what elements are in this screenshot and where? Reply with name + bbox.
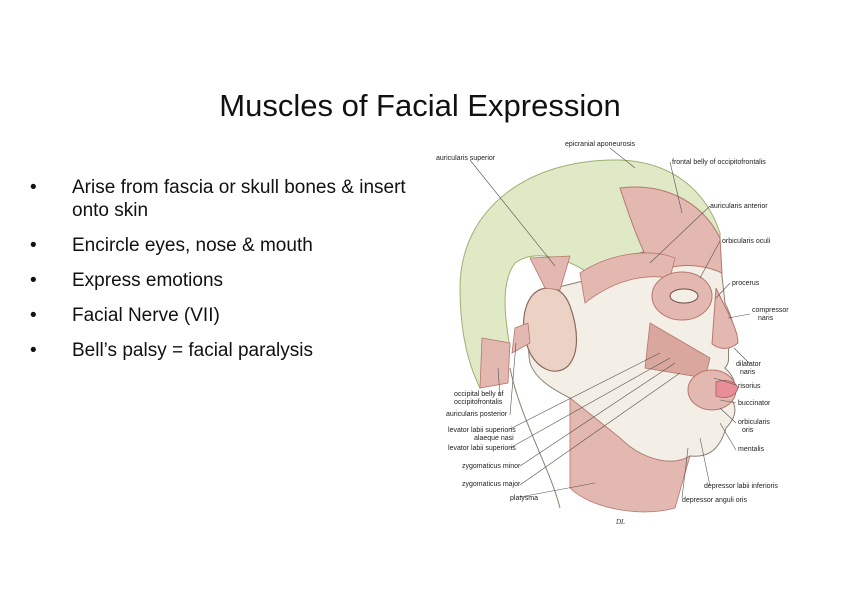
label-occipital-belly-1: occipital belly of [454,391,503,398]
label-epicranial-aponeurosis: epicranial aponeurosis [565,141,636,148]
bullet-icon: • [30,305,37,326]
auricularis-anterior-shape [579,252,676,304]
bullet-item: • Bell’s palsy = facial paralysis [30,339,425,362]
bullet-icon: • [30,235,37,256]
label-auricularis-superior: auricularis superior [436,155,496,162]
bullet-icon: • [30,177,37,198]
label-depressor-labii: depressor labii inferioris [704,483,778,490]
label-depressor-anguli: depressor anguli oris [682,497,747,504]
neck-line [509,367,561,509]
bullet-text: Bell’s palsy = facial paralysis [72,340,313,361]
facial-muscles-illustration: auricularis superior occipital belly of … [420,138,800,538]
bullet-text: Arise from fascia or skull bones & inser… [72,177,406,221]
label-orbicularis-oris-2: oris [742,427,754,434]
leader-lines [469,147,751,499]
platysma-shape [569,397,691,513]
label-zygomaticus-major: zygomaticus major [462,481,521,488]
label-risorius: risorius [738,383,761,390]
illustrator-signature: DL [615,518,625,526]
label-orbicularis-oris-1: orbicularis [738,419,770,426]
label-occipital-belly-2: occipitofrontalis [454,399,503,406]
lips-shape [715,380,739,398]
label-levator-labii: levator labii superioris [448,445,516,452]
auricularis-posterior-shape [511,322,531,354]
label-platysma: platysma [510,495,538,502]
label-dilatator: dilatator [736,361,762,368]
bullet-text: Facial Nerve (VII) [72,305,220,326]
ear-shape [522,287,578,372]
bullet-list: • Arise from fascia or skull bones & inse… [30,176,425,374]
bullet-icon: • [30,340,37,361]
label-buccinator: buccinator [738,400,771,407]
label-compressor-naris: naris [758,315,774,322]
label-frontal-belly: frontal belly of occipitofrontalis [672,159,766,166]
eye-shape [669,288,699,304]
label-dilatator-naris: naris [740,369,756,376]
bullet-item: • Arise from fascia or skull bones & inse… [30,176,425,222]
auricularis-superior-shape [529,255,571,291]
bullet-item: • Express emotions [30,269,425,292]
label-zygomaticus-minor: zygomaticus minor [462,463,521,470]
anatomy-diagram: auricularis superior occipital belly of … [436,141,789,526]
label-auricularis-posterior: auricularis posterior [446,411,508,418]
label-mentalis: mentalis [738,446,765,453]
label-orbicularis-oculi: orbicularis oculi [722,238,771,245]
label-levator-alaeque-1: levator labii superioris [448,427,516,434]
slide-title: Muscles of Facial Expression [219,88,621,123]
label-auricularis-anterior: auricularis anterior [710,203,768,210]
bullet-text: Encircle eyes, nose & mouth [72,235,313,256]
occipital-belly-shape [479,337,511,389]
bullet-text: Express emotions [72,270,224,291]
nose-shape [711,287,739,349]
bullet-icon: • [30,270,37,291]
bullet-item: • Encircle eyes, nose & mouth [30,234,425,257]
frontal-belly-shape [619,186,723,274]
label-compressor: compressor [752,307,789,314]
label-procerus: procerus [732,280,760,287]
bullet-item: • Facial Nerve (VII) [30,304,425,327]
label-levator-alaeque-2: alaeque nasi [474,435,514,442]
